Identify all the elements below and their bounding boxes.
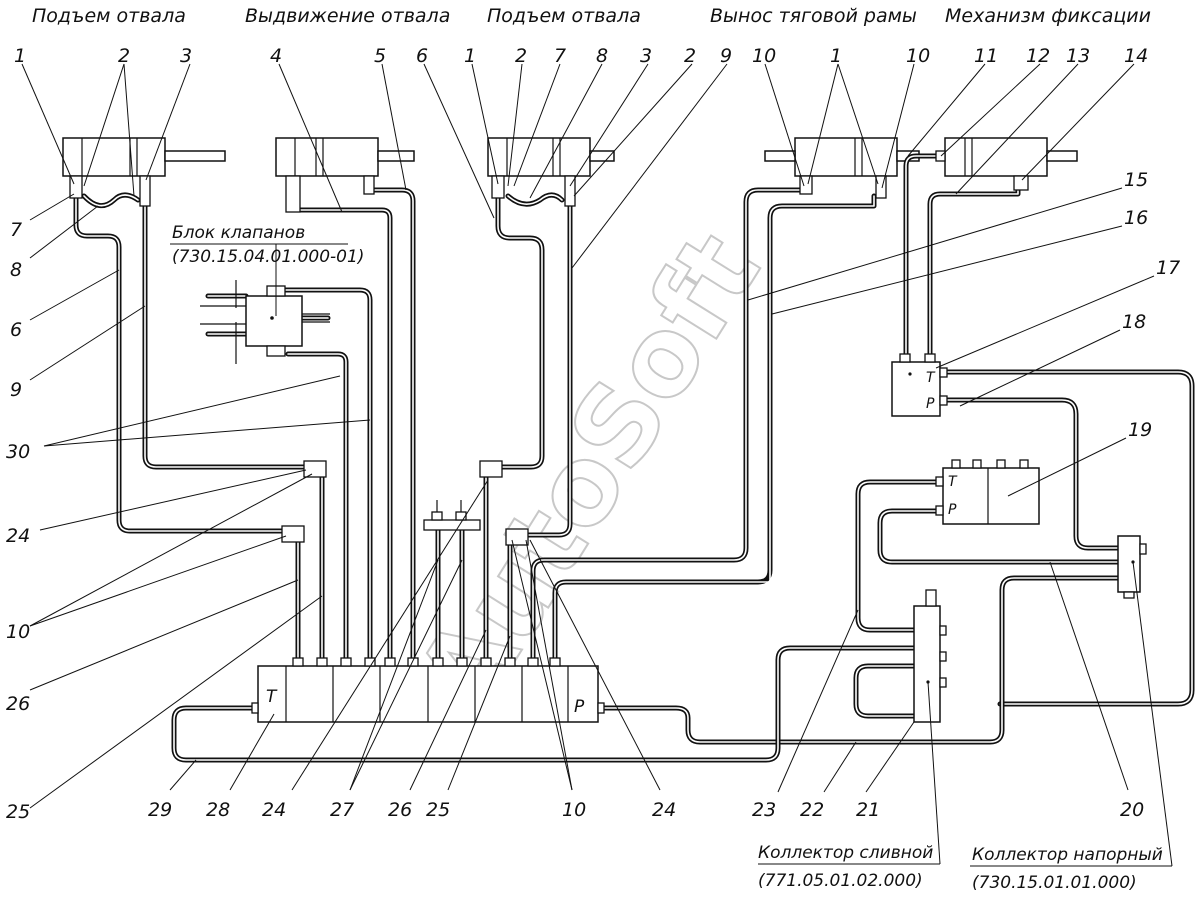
callout-bottom-20: 20 xyxy=(1120,799,1144,821)
callout-top-15: 1 xyxy=(830,45,842,67)
callout-bottom-28: 28 xyxy=(206,799,230,821)
callout-top-17: 11 xyxy=(974,45,998,67)
callout-left-10: 10 xyxy=(6,621,30,643)
valve-block-code: (730.15.04.01.000-01) xyxy=(172,247,364,267)
drain-collector xyxy=(913,589,947,723)
callout-bottom-22: 22 xyxy=(800,799,824,821)
callout-top-5: 5 xyxy=(374,45,386,67)
unit17-port-p: P xyxy=(926,396,935,412)
callout-bottom-10: 10 xyxy=(562,799,586,821)
unit17-port-t: T xyxy=(926,370,936,386)
header-cylinder-3: Подъем отвала xyxy=(487,5,641,27)
callout-top-1: 1 xyxy=(14,45,26,67)
cylinder-blade-lift-left xyxy=(62,137,226,177)
control-levers xyxy=(423,500,481,531)
callout-top-11: 3 xyxy=(640,45,652,67)
elbow-fittings xyxy=(281,460,529,546)
unit19-port-t: T xyxy=(948,474,958,490)
callout-left-24: 24 xyxy=(6,525,30,547)
callout-top-18: 12 xyxy=(1026,45,1050,67)
drain-collector-name: Коллектор сливной xyxy=(758,843,933,863)
distributor-port-t: T xyxy=(266,687,278,707)
distributor-port-p: P xyxy=(574,697,585,717)
callout-top-8: 2 xyxy=(515,45,527,67)
callout-bottom-26: 26 xyxy=(388,799,412,821)
callout-top-10: 8 xyxy=(596,45,608,67)
callout-top-12: 2 xyxy=(684,45,696,67)
callout-top-14: 10 xyxy=(752,45,776,67)
callout-bottom-24: 24 xyxy=(262,799,286,821)
cylinder-blade-extend xyxy=(275,137,415,177)
callout-right-18: 18 xyxy=(1122,311,1146,333)
callout-bottom-21: 21 xyxy=(856,799,880,821)
callout-bottom-24b: 24 xyxy=(652,799,676,821)
callout-left-26: 26 xyxy=(6,693,30,715)
cylinder-fittings xyxy=(69,150,1029,213)
cylinder-blade-lift-right xyxy=(487,137,615,177)
callout-right-17: 17 xyxy=(1156,257,1180,279)
callout-left-30: 30 xyxy=(6,441,30,463)
drain-collector-code: (771.05.01.02.000) xyxy=(758,871,923,891)
pressure-collector-code: (730.15.01.01.000) xyxy=(972,873,1137,893)
callout-top-7: 1 xyxy=(464,45,476,67)
callout-top-19: 13 xyxy=(1066,45,1090,67)
main-distributor xyxy=(251,657,605,723)
callout-top-6: 6 xyxy=(416,45,428,67)
callout-top-16: 10 xyxy=(906,45,930,67)
pipe-network xyxy=(73,153,1195,763)
drain-collector-leader xyxy=(927,681,941,865)
cylinder-drawbar-sideshift xyxy=(764,137,920,177)
pressure-collector xyxy=(1117,535,1147,599)
callout-bottom-25: 25 xyxy=(426,799,450,821)
callout-left-7: 7 xyxy=(10,219,22,241)
pressure-collector-name: Коллектор напорный xyxy=(972,845,1163,865)
pressure-collector-leader xyxy=(1132,561,1173,867)
header-cylinder-1: Подъем отвала xyxy=(32,5,186,27)
callout-bottom-29: 29 xyxy=(148,799,172,821)
callout-top-9: 7 xyxy=(554,45,566,67)
callout-bottom-27: 27 xyxy=(330,799,354,821)
callout-top-2: 2 xyxy=(118,45,130,67)
callout-left-8: 8 xyxy=(10,259,22,281)
valve-unit-19 xyxy=(935,459,1040,525)
header-cylinder-4: Вынос тяговой рамы xyxy=(710,5,917,27)
valve-block xyxy=(200,280,330,364)
callout-bottom-23: 23 xyxy=(752,799,776,821)
callout-top-13: 9 xyxy=(720,45,732,67)
valve-block-name: Блок клапанов xyxy=(172,223,305,243)
callout-left-6: 6 xyxy=(10,319,22,341)
callout-right-16: 16 xyxy=(1124,207,1148,229)
callout-right-15: 15 xyxy=(1124,169,1148,191)
leader-lines xyxy=(21,63,1155,809)
watermark: AutoSoft xyxy=(394,212,785,734)
callout-right-19: 19 xyxy=(1128,419,1152,441)
unit19-port-p: P xyxy=(948,502,957,518)
callout-left-9: 9 xyxy=(10,379,22,401)
callout-left-25: 25 xyxy=(6,801,30,823)
valve-unit-17 xyxy=(891,353,948,417)
header-cylinder-5: Механизм фиксации xyxy=(945,5,1151,27)
header-cylinder-2: Выдвижение отвала xyxy=(245,5,450,27)
callout-top-3: 3 xyxy=(180,45,192,67)
callout-top-20: 14 xyxy=(1124,45,1148,67)
callout-top-4: 4 xyxy=(270,45,282,67)
